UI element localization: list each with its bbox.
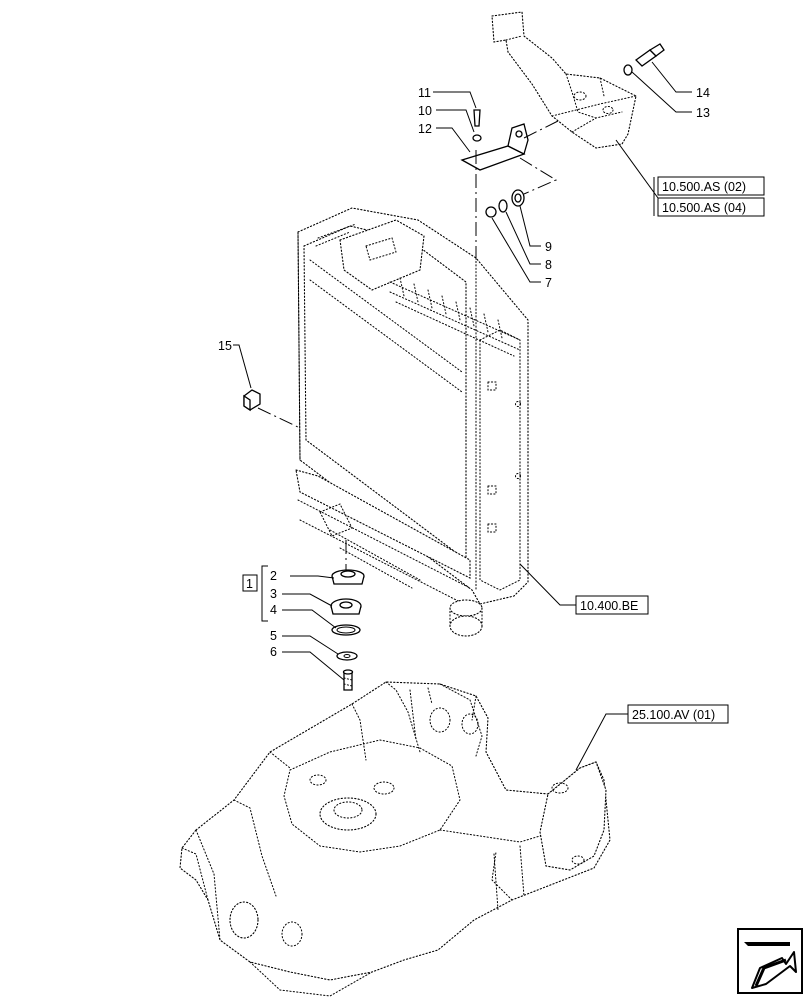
rubber-mount-3 [330, 598, 362, 615]
bolt-11 [473, 109, 481, 127]
rubber-mount-2 [331, 569, 365, 585]
bracket-plate-12 [460, 123, 529, 171]
callout-13: 13 [696, 106, 710, 120]
nut-7 [485, 206, 497, 218]
ref-link-bracket-02[interactable]: 10.500.AS (02) [657, 176, 765, 196]
callout-5: 5 [270, 629, 277, 643]
washer-10 [472, 134, 482, 142]
washer-8 [498, 199, 508, 213]
washer-5 [336, 651, 358, 661]
callout-7: 7 [545, 276, 552, 290]
callout-3: 3 [270, 587, 277, 601]
callout-14: 14 [696, 86, 710, 100]
ref-label-frame: 25.100.AV (01) [632, 708, 715, 722]
ref-label-bracket-02: 10.500.AS (02) [662, 180, 746, 194]
ref-link-frame[interactable]: 25.100.AV (01) [627, 704, 729, 724]
callout-9: 9 [545, 240, 552, 254]
radiator-assembly [295, 207, 529, 637]
callout-2: 2 [270, 569, 277, 583]
callout-10: 10 [418, 104, 432, 118]
ref-link-radiator[interactable]: 10.400.BE [575, 595, 649, 615]
bolt-6 [342, 669, 354, 691]
ref-label-bracket-04: 10.500.AS (04) [662, 201, 746, 215]
ref-label-radiator: 10.400.BE [580, 599, 638, 613]
callout-6: 6 [270, 645, 277, 659]
kit-group-bracket [261, 565, 268, 622]
upper-support-bracket [491, 11, 637, 149]
callout-11: 11 [418, 86, 431, 100]
kit-1-box [242, 574, 258, 592]
clip-4 [331, 624, 361, 636]
callout-12: 12 [418, 122, 432, 136]
bolt-14 [634, 43, 665, 67]
callout-15: 15 [218, 339, 232, 353]
washer-13 [623, 64, 633, 76]
ref-link-bracket-04[interactable]: 10.500.AS (04) [657, 197, 765, 217]
callout-4: 4 [270, 603, 277, 617]
front-axle-support-frame [179, 681, 611, 997]
previous-page-arrow-icon[interactable] [737, 928, 803, 994]
callout-1: 1 [246, 577, 253, 591]
bushing-9 [511, 189, 525, 207]
clip-15 [243, 389, 261, 412]
callout-8: 8 [545, 258, 552, 272]
